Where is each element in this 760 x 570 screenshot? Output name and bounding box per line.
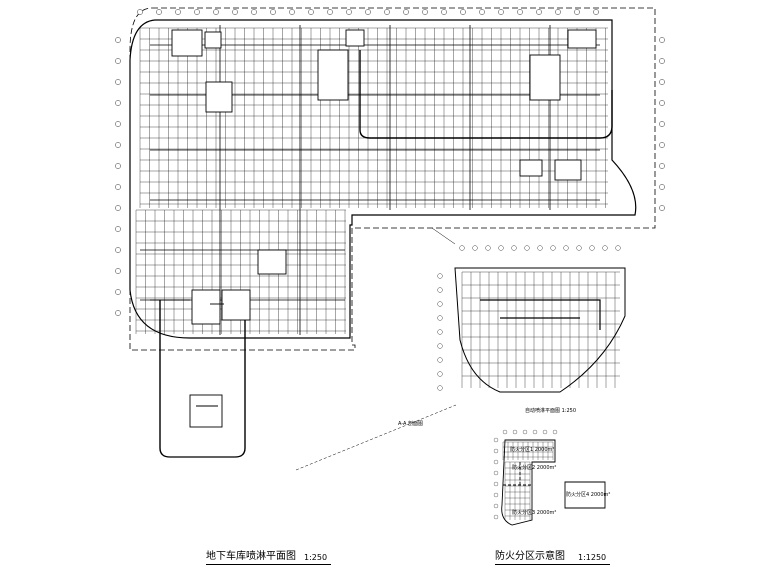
site-boundary [129,7,656,351]
fire-zone-2-label: 防火分区2 2000m² [512,465,557,471]
inset-grid [437,245,621,391]
basement-outline [129,19,637,339]
fire-zone-title: 防火分区示意图 [495,551,565,562]
leader-line-2 [431,227,456,245]
fire-title-underline [495,564,610,565]
main-plan-scale: 1:250 [304,553,328,562]
leader-line [295,404,457,471]
inset-caption: 自动喷淋平面图 1:250 [525,408,576,414]
inset-plan [454,267,626,393]
fire-zone-1-label: 防火分区1 2000m² [510,447,555,453]
main-title-underline [206,564,331,565]
fire-zone-3-label: 防火分区3 2000m² [512,510,557,516]
fire-zone-scale: 1:1250 [578,553,607,562]
fire-zone-4-label: 防火分区4 2000m² [566,492,611,498]
fire-zone-grid [493,429,558,520]
detail-caption: A-A 剖面图 [398,421,424,427]
main-plan-title: 地下车库喷淋平面图 [206,551,296,562]
axis-bubbles [115,9,665,316]
stair-cores [150,29,597,428]
